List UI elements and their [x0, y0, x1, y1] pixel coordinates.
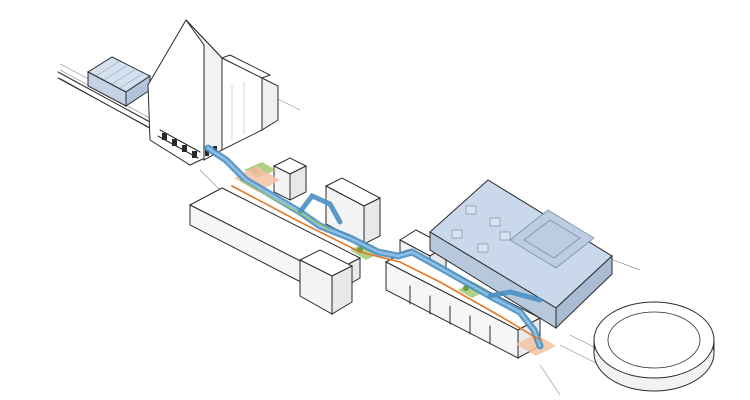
mid-block-a: [272, 157, 308, 201]
mid-block-c: [298, 249, 354, 315]
elevated-walkway: [204, 144, 544, 350]
round-arena: [593, 301, 715, 392]
glass-roof-building: [429, 179, 613, 330]
route-line: [231, 179, 541, 341]
tower-building: [147, 19, 279, 166]
mid-block-b: [324, 177, 382, 245]
glass-pavilion: [86, 56, 151, 107]
rail-track: [57, 71, 151, 129]
